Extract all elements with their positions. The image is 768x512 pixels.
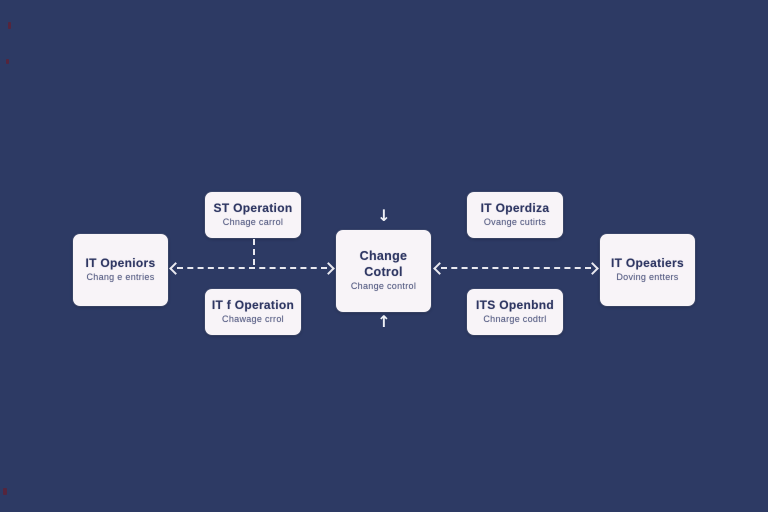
node-subtitle: Ovange cutirts [483,217,547,228]
arrow-down-icon: ↓ [377,206,391,225]
arrow-up-icon: ↑ [377,312,391,331]
node-it-f-operation: IT f Operation Chawage crrol [205,289,301,335]
node-title: IT f Operation [211,298,295,313]
noise-mark [6,59,9,64]
node-subtitle: Change control [350,281,417,292]
node-its-openbnd: ITS Openbnd Chnarge codtrl [467,289,563,335]
node-subtitle: Chang e entries [86,272,155,283]
node-title: IT Openiors [85,256,156,271]
noise-mark [3,488,7,495]
node-subtitle: Chnage carrol [222,217,284,228]
node-it-operations-left: IT Openiors Chang e entries [73,234,168,306]
node-title: IT Opeatiers [611,256,684,271]
arrowhead-right-icon [322,262,335,275]
node-change-control: Change Cotrol Change control [336,230,431,312]
connector-center-right [433,261,599,275]
node-title: ST Operation [213,201,293,216]
dashed-line [441,267,591,269]
connector-topleft-stub [253,239,255,265]
node-title: Change Cotrol [359,249,408,279]
node-subtitle: Chnarge codtrl [483,314,547,325]
node-title: ITS Openbnd [476,298,554,313]
connector-left-center [169,261,335,275]
noise-mark [8,22,11,29]
arrowhead-right-icon [586,262,599,275]
node-subtitle: Chawage crrol [222,314,284,325]
node-subtitle: Doving entters [616,272,679,283]
node-it-operdiza: IT Operdiza Ovange cutirts [467,192,563,238]
dashed-line [177,267,327,269]
node-title: IT Operdiza [480,201,550,216]
node-it-operations-right: IT Opeatiers Doving entters [600,234,695,306]
node-st-operation: ST Operation Chnage carrol [205,192,301,238]
